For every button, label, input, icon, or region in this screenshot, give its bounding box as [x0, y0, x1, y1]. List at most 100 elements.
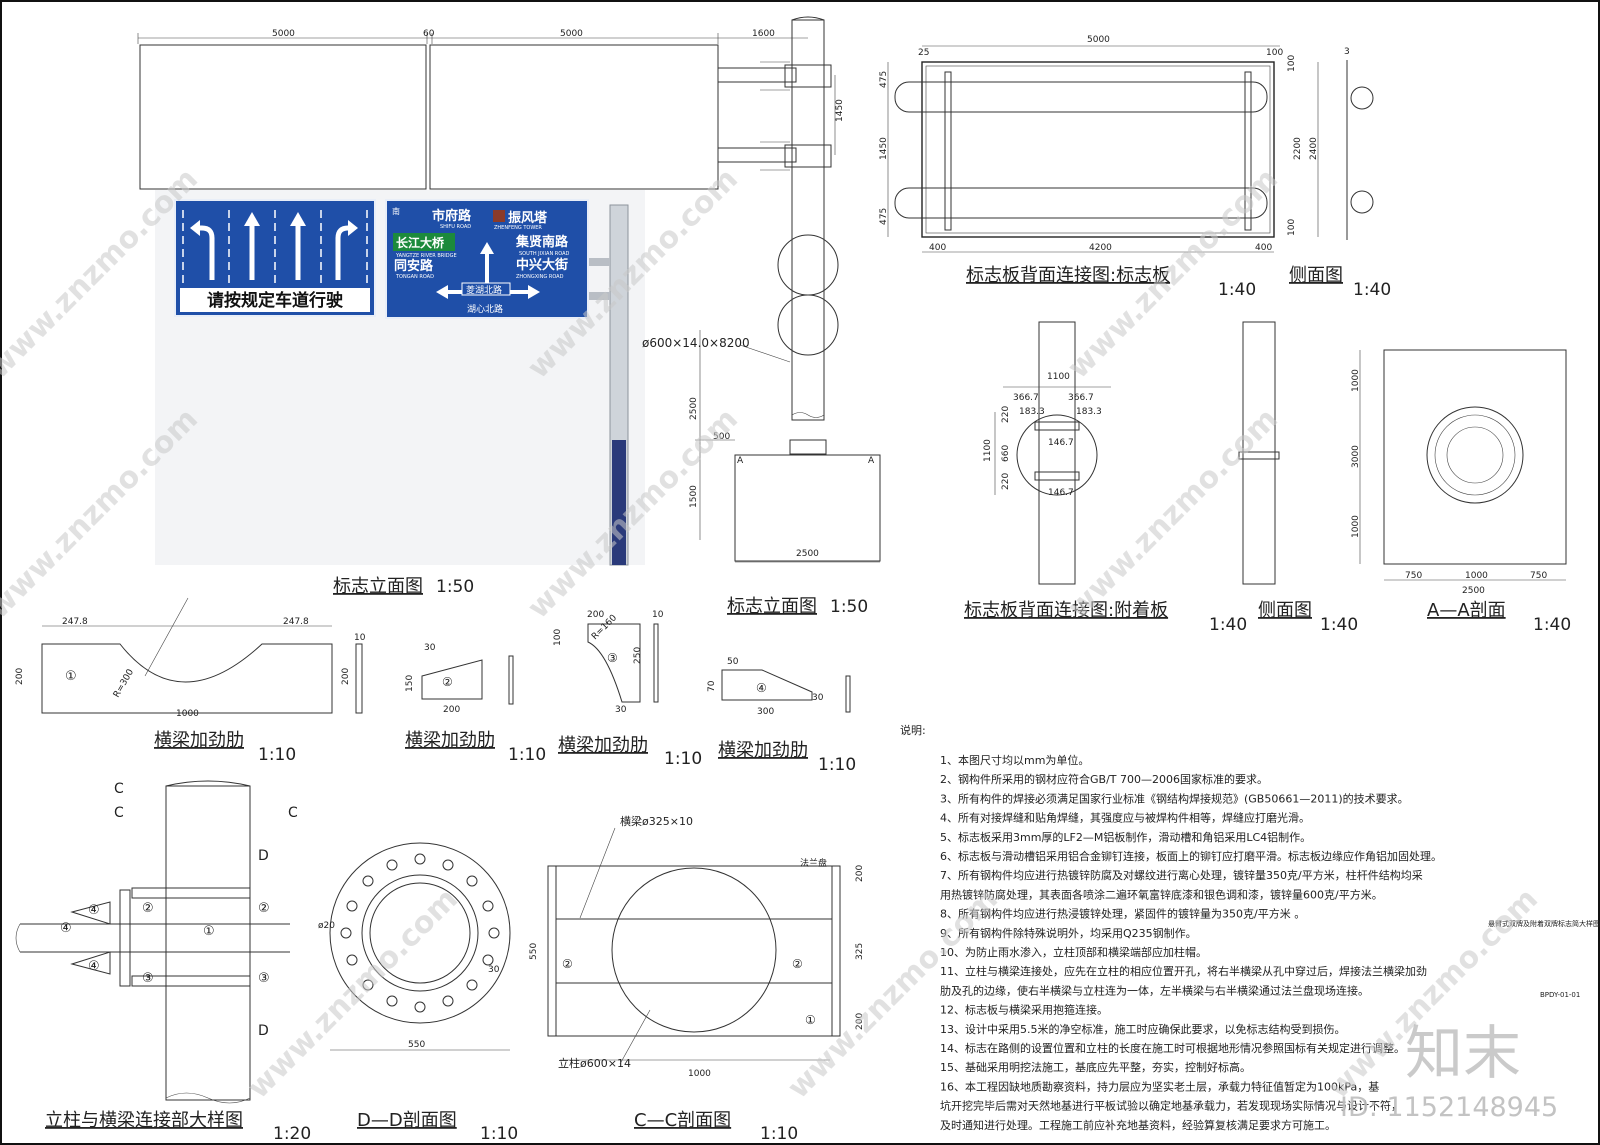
sign-jixian: 集贤南路 [515, 234, 569, 250]
elev-left-dim-1600: 1600 [752, 29, 775, 39]
note-line: 1、本图尺寸均以mm为单位。 [940, 753, 1089, 767]
rib3-dim-h: 100 [553, 629, 563, 646]
rib3-scale: 1:10 [664, 749, 702, 769]
rib2-scale: 1:10 [508, 745, 546, 765]
rib1-scale: 1:10 [258, 745, 296, 765]
attach-dim-1100v: 1100 [983, 439, 993, 462]
jd-n1: ① [203, 924, 215, 939]
rib4-dim-t: 30 [812, 693, 824, 703]
sign-jixian-en: SOUTH JIXIAN ROAD [519, 251, 570, 257]
attach-dim-146a: 146.7 [1048, 438, 1074, 448]
note-line: 9、所有钢构件除特殊说明外，均采用Q235钢制作。 [940, 926, 1197, 940]
cc-n2b: ② [792, 957, 803, 971]
note-line: 14、标志在路侧的设置位置和立柱的长度在施工时可根据地形情况参照国标有关规定进行… [940, 1041, 1405, 1055]
cc-n2a: ② [562, 957, 573, 971]
rib1-title: 横梁加劲肋 [154, 730, 244, 751]
elev-right-dim-500: 500 [713, 432, 730, 442]
rib3-dim-b: 30 [615, 705, 627, 715]
elev-left-dim-5000b: 5000 [560, 29, 583, 39]
sign-bridge: 长江大桥 [396, 235, 445, 250]
note-line: 13、设计中采用5.5米的净空标准，施工时应确保此要求，以免标志结构受到损伤。 [940, 1022, 1346, 1036]
side-top-dim: 3 [1344, 47, 1350, 57]
elev-right-dim-base: 2500 [796, 549, 819, 559]
rib2-drawing: 30 150 200 ② [405, 643, 514, 715]
sign-bridge-en: YANGTZE RIVER BRIDGE [395, 253, 457, 259]
notes-list: 1、本图尺寸均以mm为单位。2、钢构件所采用的钢材应符合GB/T 700—200… [940, 753, 1442, 1132]
note-line: 5、标志板采用3mm厚的LF2—M铝板制作，滑动槽和角铝采用LC4铝制作。 [940, 830, 1311, 844]
board-dim-475b: 475 [879, 208, 889, 225]
side-top-scale: 1:40 [1353, 280, 1391, 300]
board-dim-1450: 1450 [879, 137, 889, 160]
attach-dim-366b: 366.7 [1068, 393, 1094, 403]
side-top-title: 侧面图 [1289, 265, 1343, 286]
note-line: 10、为防止雨水渗入，立柱顶部和横梁端部应加柱帽。 [940, 945, 1207, 959]
note-line: 坑开挖完毕后需对天然地基进行平板试验以确定地基承载力，若发现现场实际情况与设计不… [940, 1099, 1402, 1113]
board-dim-2400: 2400 [1309, 137, 1319, 160]
board-title: 标志板背面连接图:标志板 [966, 265, 1170, 286]
dd-dim-hole: ø20 [318, 921, 335, 931]
rib2-title: 横梁加劲肋 [405, 730, 495, 751]
attach-dim-183b: 183.3 [1076, 407, 1102, 417]
cc-n1: ① [805, 1013, 816, 1027]
elev-right-mark-a2: A [868, 456, 875, 466]
board-dim-s1: 100 [1287, 55, 1297, 72]
side-mid-title: 侧面图 [1258, 600, 1312, 621]
rib4-dim-h: 70 [707, 680, 717, 692]
jd-n4a: ④ [88, 903, 100, 918]
elev-right-mark-a1: A [737, 456, 744, 466]
dd-title: D—D剖面图 [357, 1110, 457, 1131]
attach-dim-1100: 1100 [1047, 372, 1070, 382]
watermark-id: ID: 1152148945 [1340, 1092, 1558, 1123]
jd-n3a: ③ [142, 971, 154, 986]
rib1-dim-r: R=300 [112, 667, 136, 699]
aa-dim-v2: 3000 [1351, 445, 1361, 468]
attach-title: 标志板背面连接图:附着板 [964, 600, 1168, 621]
cc-dim-v1: 200 [855, 865, 865, 882]
board-dim-400b: 400 [1255, 243, 1272, 253]
dd-dim-r: 30 [488, 965, 500, 975]
sign-zhongxing: 中兴大街 [516, 257, 568, 273]
jd-d1: D [258, 848, 269, 864]
aa-dim-h2: 1000 [1465, 571, 1488, 581]
jd-scale: 1:20 [273, 1124, 311, 1144]
note-line: 16、本工程因缺地质勘察资料，持力层应为坚实老土层，承载力特征值暂定为100kP… [940, 1079, 1379, 1093]
note-line: 15、基础采用明挖法施工，基底应先平整，夯实，控制好标高。 [940, 1060, 1251, 1074]
sheet-caption: 悬臂式双牌及附着双牌标志简大样图一 [1488, 919, 1600, 928]
jd-c2: C [288, 805, 298, 821]
sign-shifu-en: SHIFU ROAD [440, 224, 471, 230]
section-dd-drawing: 550 ø20 30 [318, 842, 511, 1051]
rib4-dim-a: 50 [727, 657, 739, 667]
rib4-dim-w: 300 [757, 707, 774, 717]
side-mid-drawing [1238, 321, 1280, 585]
section-cc-drawing: 1000 550 200 325 200 横梁ø325×10 法兰盘 立柱ø60… [529, 814, 865, 1079]
cc-flange-label: 法兰盘 [800, 857, 827, 869]
elev-right-dim-1500: 1500 [689, 485, 699, 508]
sign-shifu: 市府路 [432, 208, 472, 224]
elev-left-scale: 1:50 [436, 577, 474, 597]
rib1-dim-h: 200 [15, 668, 25, 685]
aa-dim-v1: 1000 [1351, 369, 1361, 392]
rib1-drawing: 247.8 247.8 200 200 1000 R=300 10 ① [15, 597, 366, 719]
rib1-dim-w: 1000 [176, 709, 199, 719]
aa-title: A—A剖面 [1427, 600, 1506, 621]
watermark-site-6: www.znzmo.com [1061, 402, 1285, 626]
jd-title: 立柱与横梁连接部大样图 [45, 1110, 243, 1131]
board-dim-4200: 4200 [1089, 243, 1112, 253]
attach-dim-146b: 146.7 [1048, 488, 1074, 498]
elev-left-dim-1450: 1450 [835, 99, 845, 122]
note-line: 6、标志板与滑动槽铝采用铝合金铆钉连接，板面上的铆钉应打磨平滑。标志板边缘应作角… [940, 849, 1442, 863]
notes-block: 说明: 1、本图尺寸均以mm为单位。2、钢构件所采用的钢材应符合GB/T 700… [900, 723, 1442, 1132]
rib1-dim-h2: 200 [341, 668, 351, 685]
elev-right-pole-spec: ø600×14.0×8200 [642, 336, 750, 350]
cc-dim-w: 1000 [688, 1069, 711, 1079]
board-dim-475a: 475 [879, 71, 889, 88]
sign-north: 南 [392, 206, 400, 216]
note-line: 11、立柱与横梁连接处，应先在立柱的相应位置开孔，将右半横梁从孔中穿过后，焊接法… [940, 964, 1427, 978]
rib3-num: ③ [607, 651, 618, 665]
rib1-dim-b: 247.8 [283, 617, 309, 627]
rib2-dim-h: 150 [405, 675, 415, 692]
rib4-title: 横梁加劲肋 [718, 740, 808, 761]
rib2-dim-a: 30 [424, 643, 436, 653]
board-dim-100: 100 [1266, 48, 1283, 58]
